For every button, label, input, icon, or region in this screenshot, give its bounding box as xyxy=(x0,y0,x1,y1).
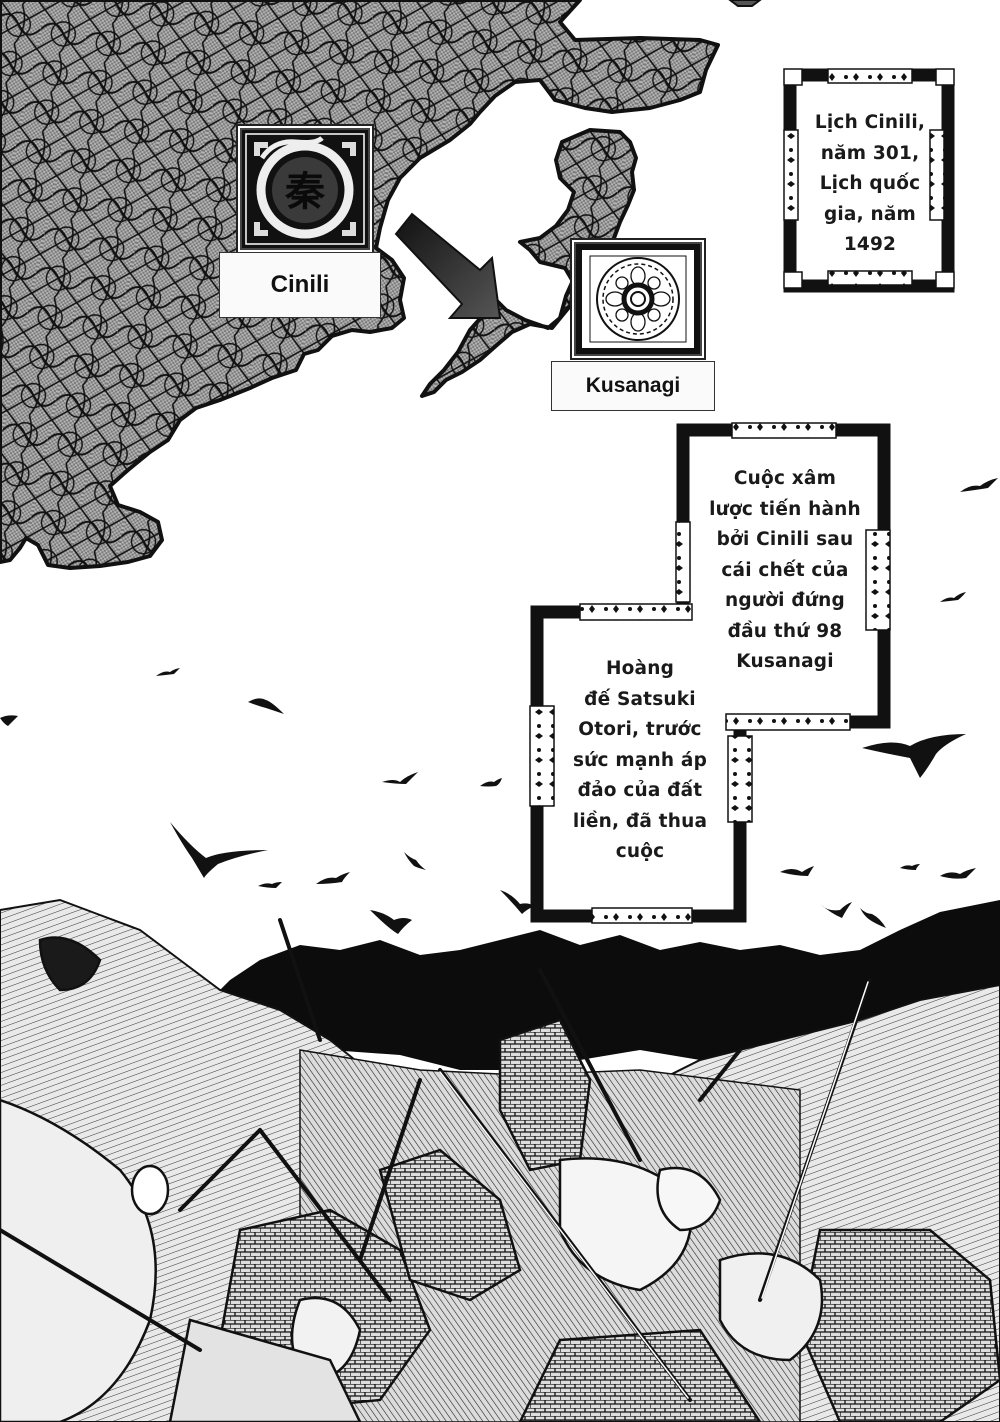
caption-line: Otori, trước xyxy=(578,719,702,740)
caption-line: người đứng xyxy=(725,590,845,611)
caption-line: lược tiến hành xyxy=(709,498,861,520)
fallen-soldiers xyxy=(0,936,1000,1422)
caption-line: năm 301, xyxy=(820,142,920,164)
island-kusanagi-landmass xyxy=(420,128,638,398)
caption-line: bởi Cinili sau xyxy=(716,529,854,550)
invasion-arrow-icon xyxy=(394,212,502,319)
dragon-circle-seal-icon: 秦 xyxy=(245,133,365,245)
date-caption: Lịch Cinili, năm 301, Lịch quốc gia, năm… xyxy=(800,108,940,261)
caption-line: cuộc xyxy=(615,841,665,862)
caption-line: 1492 xyxy=(843,234,897,255)
caption-line: sức mạnh áp xyxy=(572,749,708,771)
caption-line: liền, đã thua xyxy=(572,810,708,832)
caption-line: Kusanagi xyxy=(736,651,834,672)
cinili-emblem: 秦 xyxy=(240,128,370,250)
small-islet xyxy=(728,0,762,7)
cinili-name: Cinili xyxy=(270,271,330,298)
caption-line: Lịch Cinili, xyxy=(814,112,926,133)
kusanagi-name: Kusanagi xyxy=(585,374,681,397)
caption-line: đế Satsuki xyxy=(584,688,696,710)
caption-line: gia, năm xyxy=(823,203,917,225)
lotus-wheel-crest-icon xyxy=(574,242,702,356)
caption-line: đầu thứ 98 xyxy=(727,620,843,642)
kusanagi-label: Kusanagi xyxy=(551,361,715,411)
caption-line: Hoàng xyxy=(605,658,675,679)
caption-line: đảo của đất xyxy=(577,780,703,801)
defeat-caption: Hoàng đế Satsuki Otori, trước sức mạnh á… xyxy=(552,654,728,868)
cinili-label: Cinili xyxy=(219,252,381,318)
caption-line: cái chết của xyxy=(721,559,849,581)
kusanagi-emblem xyxy=(574,242,702,356)
caption-line: Lịch quốc xyxy=(819,173,921,194)
caption-line: Cuộc xâm xyxy=(733,468,837,489)
crow-icon xyxy=(0,478,998,934)
svg-text:秦: 秦 xyxy=(285,169,325,215)
invasion-caption: Cuộc xâm lược tiến hành bởi Cinili sau c… xyxy=(692,464,878,678)
